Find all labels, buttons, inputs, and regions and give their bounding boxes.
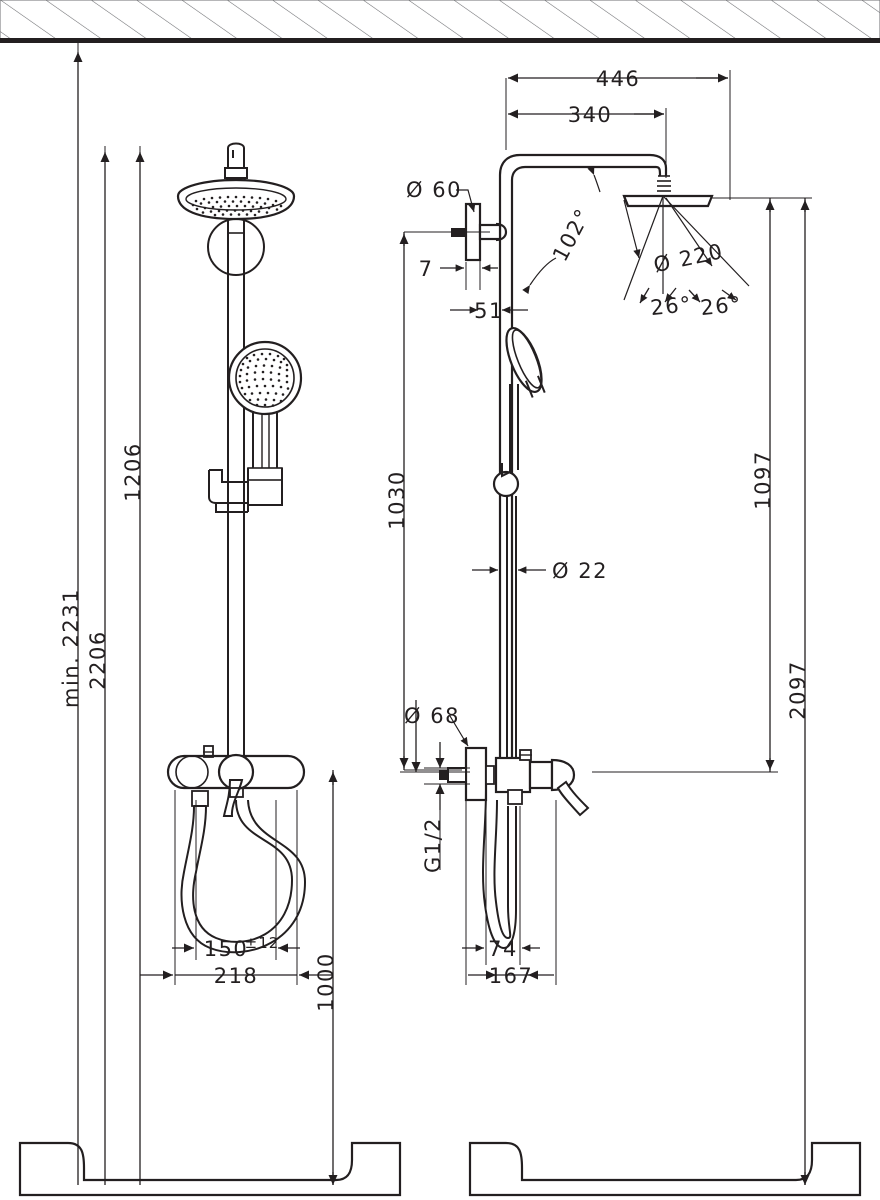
dim-218: 218 bbox=[214, 964, 259, 988]
side-view-dimensions bbox=[399, 70, 812, 1185]
shower-tray-left bbox=[18, 1141, 402, 1197]
ceiling-hatch bbox=[0, 0, 880, 43]
dim-26-deg-right: 26° bbox=[699, 292, 743, 320]
dim-7: 7 bbox=[419, 257, 434, 281]
dim-26-deg-left: 26° bbox=[649, 292, 693, 320]
dim-51: 51 bbox=[474, 299, 504, 323]
dim-dia-60: Ø 60 bbox=[406, 178, 462, 202]
dim-1030: 1030 bbox=[385, 470, 409, 529]
front-view-dimensions bbox=[73, 43, 338, 1185]
front-view-dimension-labels: min. 2231 2206 1206 1000 218 150 ±12 bbox=[59, 442, 338, 1011]
dim-102-deg: 102° bbox=[548, 204, 596, 265]
dim-min-2231: min. 2231 bbox=[59, 588, 83, 708]
dim-150: 150 bbox=[204, 937, 249, 961]
dim-150-tolerance: ±12 bbox=[245, 934, 280, 952]
dim-1000: 1000 bbox=[314, 952, 338, 1011]
dim-dia-68: Ø 68 bbox=[404, 704, 460, 728]
dim-340: 340 bbox=[568, 103, 613, 127]
dim-2206: 2206 bbox=[86, 630, 110, 689]
dim-1097: 1097 bbox=[751, 450, 775, 509]
dim-167: 167 bbox=[489, 964, 534, 988]
dim-2097: 2097 bbox=[786, 660, 810, 719]
dim-1206: 1206 bbox=[121, 442, 145, 501]
dim-dia-22: Ø 22 bbox=[552, 559, 608, 583]
dim-446: 446 bbox=[596, 67, 641, 91]
front-view-geometry bbox=[166, 142, 307, 954]
dim-74: 74 bbox=[488, 937, 518, 961]
dim-g-half: G1/2 bbox=[421, 817, 445, 873]
side-view-dimension-labels: 446 340 Ø 60 7 51 102° Ø 220 26° 26° 103… bbox=[385, 67, 810, 988]
shower-tray-right bbox=[468, 1141, 862, 1197]
